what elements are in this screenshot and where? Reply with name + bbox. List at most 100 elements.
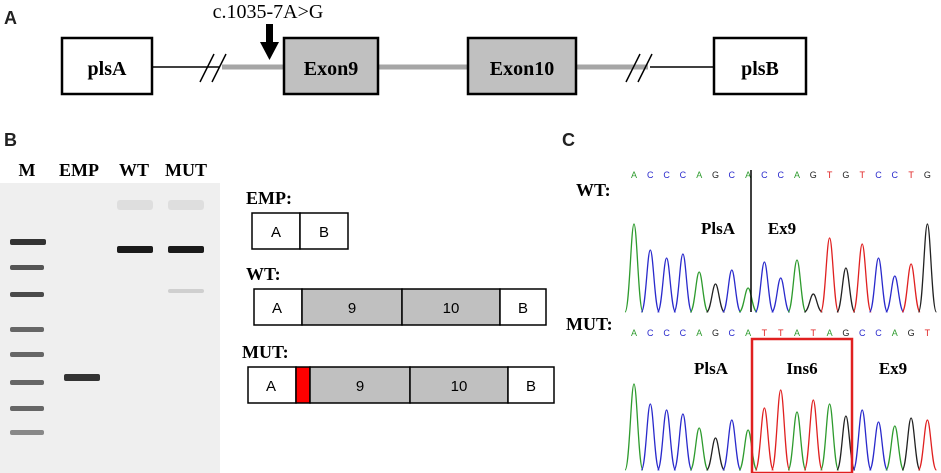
- base-letter: C: [761, 170, 768, 180]
- trace-peak: [852, 409, 872, 471]
- base-letter: A: [631, 170, 637, 180]
- wt-region-ex9: Ex9: [768, 219, 796, 238]
- trace-peak: [771, 277, 791, 313]
- trace-peak: [705, 437, 726, 471]
- wt-smear: [117, 200, 153, 210]
- emp-construct: [251, 212, 349, 250]
- trace-peak: [917, 419, 938, 471]
- panel-a: A plsA Exon9 Exon10 plsB c.1035-7A>G: [4, 1, 808, 96]
- base-letter: A: [794, 170, 800, 180]
- base-letter: A: [745, 328, 751, 338]
- trace-peak: [901, 417, 921, 471]
- emp-band: [64, 374, 100, 381]
- emp-b-label: B: [319, 224, 329, 241]
- trace-peak: [787, 259, 807, 313]
- base-letter: C: [875, 170, 882, 180]
- base-letter: A: [892, 328, 898, 338]
- base-letter: A: [631, 328, 637, 338]
- base-letter: G: [842, 170, 849, 180]
- mut-construct-label: MUT:: [242, 342, 289, 362]
- trace-peak: [852, 243, 872, 313]
- trace-peak: [656, 257, 677, 313]
- trace-peak: [640, 249, 660, 313]
- mut-construct: [247, 366, 555, 404]
- base-letter: T: [811, 328, 817, 338]
- wt-construct: [253, 288, 547, 326]
- base-letter: T: [925, 328, 931, 338]
- break-mark-left: [199, 53, 227, 83]
- trace-peak: [673, 413, 693, 471]
- panel-a-label: A: [4, 8, 17, 28]
- mut-region-plsa: PlsA: [694, 359, 729, 378]
- base-letter: G: [712, 170, 719, 180]
- base-letter: C: [729, 328, 736, 338]
- wt-a-label: A: [272, 300, 282, 317]
- base-letter: C: [777, 170, 784, 180]
- base-letter: C: [647, 170, 654, 180]
- base-letter: A: [745, 170, 751, 180]
- trace-peak: [803, 399, 823, 471]
- base-letter: T: [762, 328, 768, 338]
- panel-c-label: C: [562, 130, 575, 150]
- trace-peak: [819, 237, 840, 313]
- wt-exon9-label: 9: [348, 300, 356, 317]
- base-letter: G: [908, 328, 915, 338]
- trace-peak: [689, 271, 709, 313]
- trace-peak: [624, 223, 644, 313]
- trace-peak: [917, 223, 938, 313]
- break-mark-right: [625, 53, 653, 83]
- trace-peak: [624, 383, 644, 471]
- marker-ladder: [10, 239, 46, 435]
- plsa-label: plsA: [88, 58, 127, 80]
- trace-peak: [673, 253, 693, 313]
- lane-label-m: M: [19, 160, 36, 180]
- base-letter: C: [875, 328, 882, 338]
- trace-peak: [868, 421, 889, 471]
- mut-a-label: A: [266, 378, 276, 395]
- exon10-label: Exon10: [490, 58, 554, 80]
- trace-peak: [787, 411, 807, 471]
- base-letter: G: [810, 170, 817, 180]
- trace-peak: [738, 287, 758, 313]
- mut-band: [168, 246, 204, 253]
- panel-b: B M EMP WT MUT EMP: A B: [0, 130, 555, 473]
- trace-peak: [722, 419, 742, 471]
- base-letter: C: [663, 170, 670, 180]
- trace-peak: [885, 425, 905, 471]
- trace-peak: [901, 263, 921, 313]
- trace-peak: [705, 283, 726, 313]
- wt-trace: [624, 223, 938, 313]
- plsb-label: plsB: [741, 58, 779, 80]
- base-letter: G: [712, 328, 719, 338]
- trace-peak: [819, 403, 840, 471]
- base-letter: G: [842, 328, 849, 338]
- mut-region-ex9: Ex9: [879, 359, 907, 378]
- mut-chromatogram-label: MUT:: [566, 314, 613, 334]
- exon9-box: [282, 36, 380, 96]
- emp-construct-label: EMP:: [246, 188, 292, 208]
- base-letter: C: [663, 328, 670, 338]
- base-letter: G: [924, 170, 931, 180]
- mutation-label: c.1035-7A>G: [213, 1, 324, 23]
- trace-peak: [885, 275, 905, 313]
- plsb-box: [712, 36, 808, 96]
- mut-b-label: B: [526, 378, 536, 395]
- base-letter: T: [908, 170, 914, 180]
- trace-peak: [689, 427, 709, 471]
- lane-label-mut: MUT: [165, 160, 207, 180]
- ins6-highlight-box: [750, 337, 854, 473]
- lane-label-wt: WT: [119, 160, 149, 180]
- base-letter: C: [859, 328, 866, 338]
- wt-construct-label: WT:: [246, 264, 281, 284]
- trace-peak: [738, 429, 758, 471]
- mutation-arrow-icon: [260, 24, 279, 60]
- mut-faint-band: [168, 289, 204, 293]
- base-letter: A: [827, 328, 833, 338]
- emp-a-label: A: [271, 224, 281, 241]
- lane-label-emp: EMP: [59, 160, 99, 180]
- exon9-label: Exon9: [304, 58, 358, 80]
